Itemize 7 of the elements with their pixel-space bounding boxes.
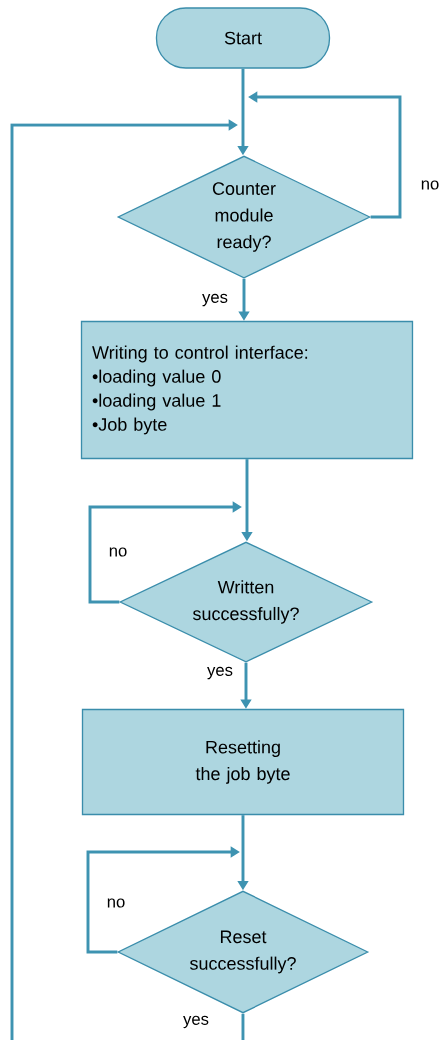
edge-label: yes — [200, 292, 230, 308]
start-terminal: Start — [155, 7, 331, 69]
edge-label: yes — [181, 1014, 211, 1030]
edge-label: no — [419, 179, 441, 191]
edge-label: yes — [205, 665, 235, 681]
process-box: Writing to control interface: •loading value 0 •loading value 1 •Job byte — [80, 320, 414, 460]
process-box: Resetting the job byte — [81, 708, 405, 816]
